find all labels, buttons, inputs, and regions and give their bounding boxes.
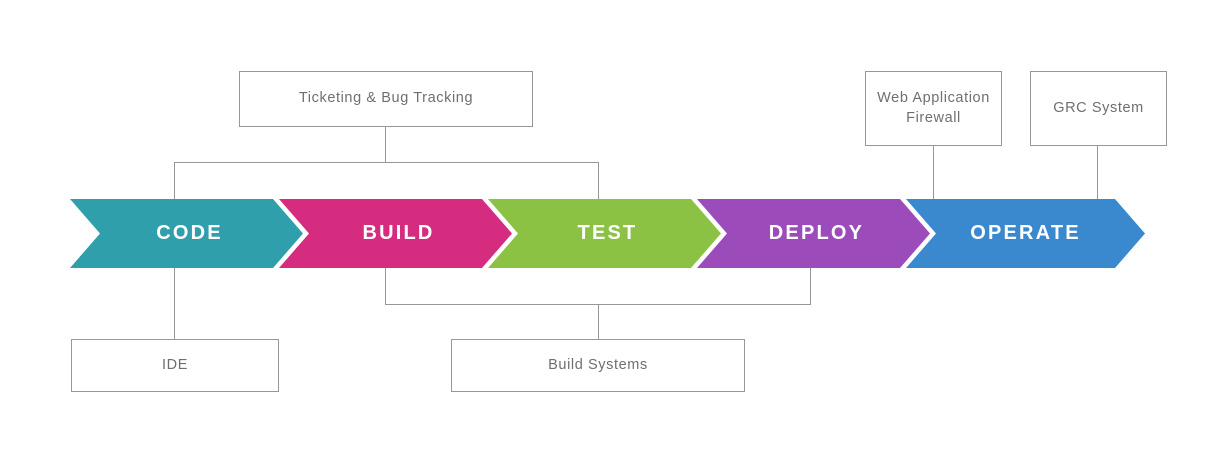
grc-system-label: GRC System [1053, 99, 1144, 116]
stage-label-test: TEST [577, 222, 638, 244]
connector-build-down [385, 268, 386, 305]
stage-chevron-operate: OPERATE [906, 199, 1145, 268]
connector-waf-to-operate [933, 145, 934, 199]
grc-system-box: GRC System [1030, 71, 1167, 146]
connector-top-to-test [598, 162, 599, 199]
stage-label-operate: OPERATE [970, 222, 1081, 244]
connector-top-to-code [174, 162, 175, 199]
web-application-firewall-box: Web Application Firewall [865, 71, 1002, 146]
connector-top-horizontal [174, 162, 599, 163]
web-application-firewall-label: Web Application Firewall [877, 89, 990, 126]
stage-label-build: BUILD [362, 222, 435, 244]
stage-chevron-build: BUILD [279, 199, 512, 268]
stage-chevron-deploy: DEPLOY [697, 199, 930, 268]
stage-label-code: CODE [156, 222, 223, 244]
ticketing-bug-tracking-box: Ticketing & Bug Tracking [239, 71, 533, 127]
pipeline-stage-row: CODE BUILD TEST DEPLOY OPERATE [0, 199, 1220, 268]
build-systems-box: Build Systems [451, 339, 745, 392]
stage-label-deploy: DEPLOY [768, 222, 865, 244]
stage-chevron-test: TEST [488, 199, 721, 268]
connector-deploy-down [810, 268, 811, 305]
ticketing-bug-tracking-label: Ticketing & Bug Tracking [298, 90, 474, 107]
ide-label: IDE [162, 356, 188, 373]
ide-box: IDE [71, 339, 279, 392]
connector-to-build-systems [598, 304, 599, 339]
build-systems-label: Build Systems [548, 356, 648, 373]
connector-ticketing-down [385, 127, 386, 162]
connector-code-to-ide [174, 268, 175, 339]
stage-chevron-code: CODE [70, 199, 303, 268]
connector-grc-to-operate [1097, 145, 1098, 199]
